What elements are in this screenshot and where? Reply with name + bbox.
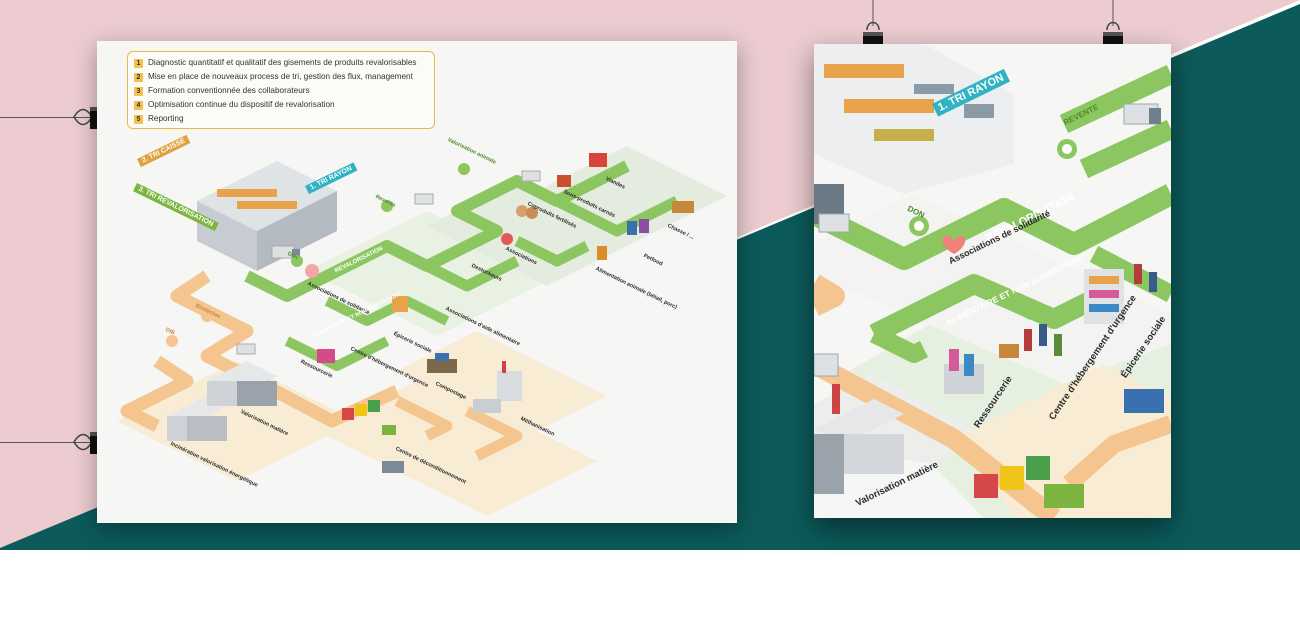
hanging-wire bbox=[0, 442, 92, 443]
truck-icon bbox=[1123, 103, 1161, 125]
truck-icon bbox=[414, 193, 434, 205]
hanging-wire bbox=[0, 117, 92, 118]
right-poster: 1. TRI RAYON REVENTE REVALORISATION DON … bbox=[814, 44, 1171, 518]
right-illustration bbox=[814, 44, 1171, 518]
truck-icon bbox=[521, 170, 541, 182]
truck-icon bbox=[236, 343, 256, 355]
truck-icon bbox=[818, 213, 850, 233]
left-illustration bbox=[117, 146, 727, 516]
truck-icon bbox=[271, 245, 300, 259]
truck-icon bbox=[814, 353, 839, 377]
